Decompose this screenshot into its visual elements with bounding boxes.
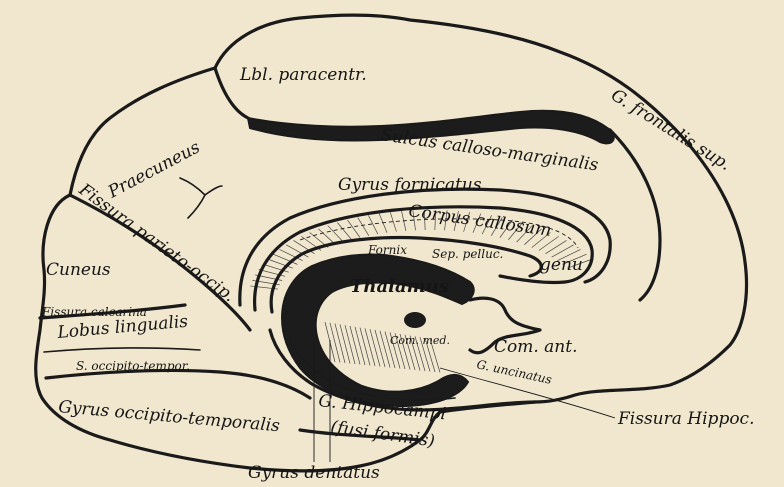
label-cuneus: Cuneus xyxy=(46,260,111,280)
label-gyrus-fornicatus: Gyrus fornicatus xyxy=(338,175,482,195)
label-com-ant: Com. ant. xyxy=(494,337,578,357)
label-sulcus-calloso-marginalis: Sulcus calloso-marginalis xyxy=(379,125,599,175)
label-fissura-hippoc: Fissura Hippoc. xyxy=(617,409,754,429)
label-gyrus-occipito-temporalis: Gyrus occipito-temporalis xyxy=(58,397,281,436)
label-gyrus-dentatus: Gyrus dentatus xyxy=(248,463,380,483)
label-com-med: Com. med. xyxy=(390,334,450,347)
label-thalamus: Thalamus xyxy=(350,276,449,297)
label-g-frontalis-sup: G. frontalis sup. xyxy=(607,85,734,175)
label-fissura-parieto-occip: Fissura parieto-occip. xyxy=(74,179,238,306)
label-s-occipito-tempor: S. occipito-tempor. xyxy=(76,359,190,373)
label-genu: genu xyxy=(540,255,583,275)
label-praecuneus: Praecuneus xyxy=(104,137,204,203)
label-g-uncinatus: G. uncinatus xyxy=(475,357,553,387)
label-fornix: Fornix xyxy=(367,243,407,257)
label-fusi-formis: (fusi formis) xyxy=(329,417,436,451)
label-lbl-paracentr: Lbl. paracentr. xyxy=(239,65,367,85)
label-corpus-callosum: Corpus callosum xyxy=(407,201,552,241)
label-sep-pelluc: Sep. pelluc. xyxy=(432,247,503,261)
